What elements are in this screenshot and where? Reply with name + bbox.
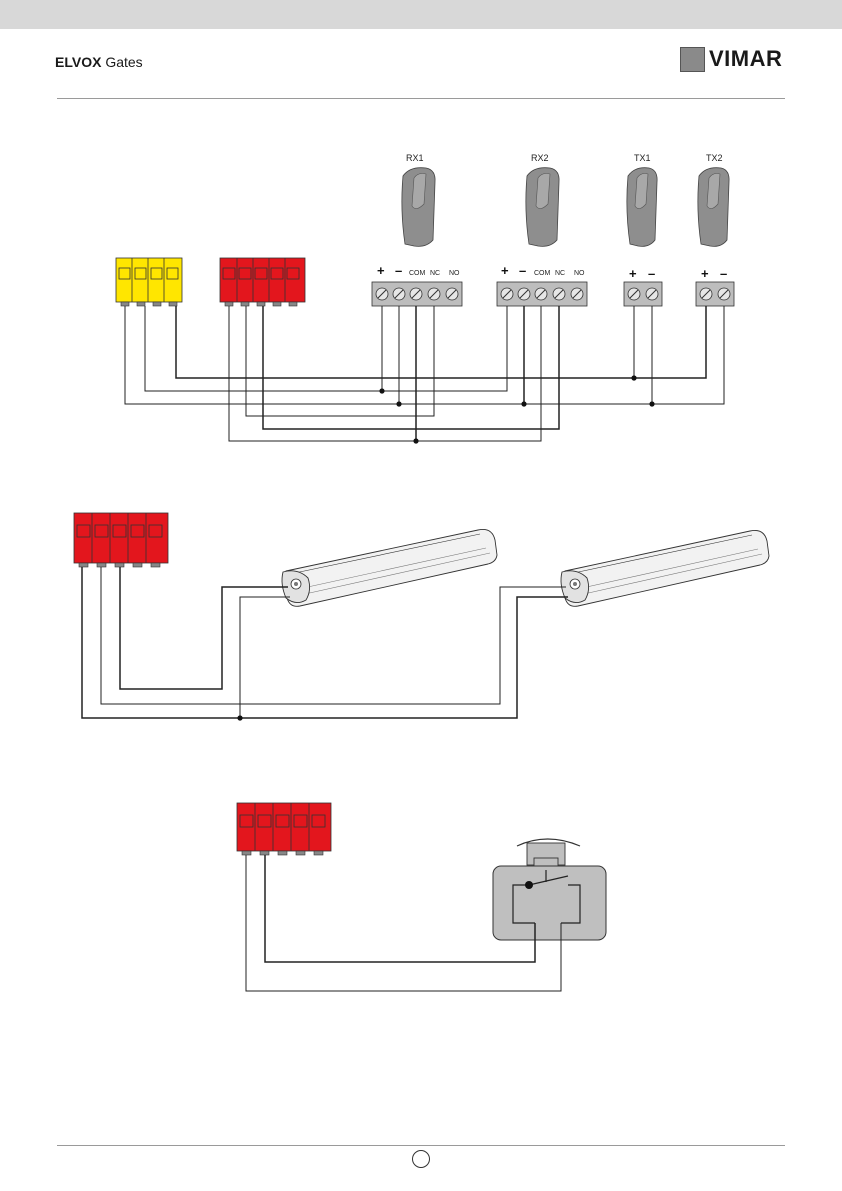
terminal-block-tx2: + –	[696, 266, 734, 306]
safety-edge-1	[282, 529, 497, 606]
photocell-tx2: TX2	[698, 153, 729, 246]
rx2-minus: –	[519, 263, 526, 278]
rx1-nc: NC	[430, 270, 440, 277]
photocell-rx1: RX1	[402, 153, 435, 246]
tx2-minus: –	[720, 266, 727, 281]
tx2-plus: +	[701, 266, 709, 281]
rx1-no: NO	[449, 270, 460, 277]
rx2-no: NO	[574, 270, 585, 277]
red-connector-1	[220, 258, 305, 306]
junction-dots-1	[379, 375, 654, 443]
yellow-connector	[116, 258, 182, 306]
red-connector-2	[74, 513, 168, 567]
tx1-minus: –	[648, 266, 655, 281]
tx1-plus: +	[629, 266, 637, 281]
push-button	[493, 839, 606, 940]
rx1-plus: +	[377, 263, 385, 278]
photocell-rx2: RX2	[526, 153, 559, 246]
red-connector-3	[237, 803, 331, 855]
rx1-minus: –	[395, 263, 402, 278]
junction-dot-2	[237, 715, 242, 720]
photocell-tx1: TX1	[627, 153, 657, 246]
rx2-plus: +	[501, 263, 509, 278]
wires-diagram-1	[125, 306, 724, 441]
terminal-block-tx1: + –	[624, 266, 662, 306]
rx2-com: COM	[534, 270, 551, 277]
label-tx1: TX1	[634, 153, 651, 163]
footer-divider	[57, 1145, 785, 1146]
rx1-com: COM	[409, 270, 426, 277]
diagram-stop-button	[237, 803, 606, 991]
label-rx1: RX1	[406, 153, 424, 163]
terminal-block-rx2: + – COM NC NO	[497, 263, 587, 306]
diagram-safety-edges	[74, 513, 769, 721]
label-rx2: RX2	[531, 153, 549, 163]
terminal-block-rx1: + – COM NC NO	[372, 263, 462, 306]
page-number-circle	[412, 1150, 430, 1168]
diagram-photocells: RX1 RX2 TX1 TX2 + – COM NC NO	[116, 153, 734, 444]
safety-edge-2	[561, 530, 769, 606]
rx2-nc: NC	[555, 270, 565, 277]
label-tx2: TX2	[706, 153, 723, 163]
